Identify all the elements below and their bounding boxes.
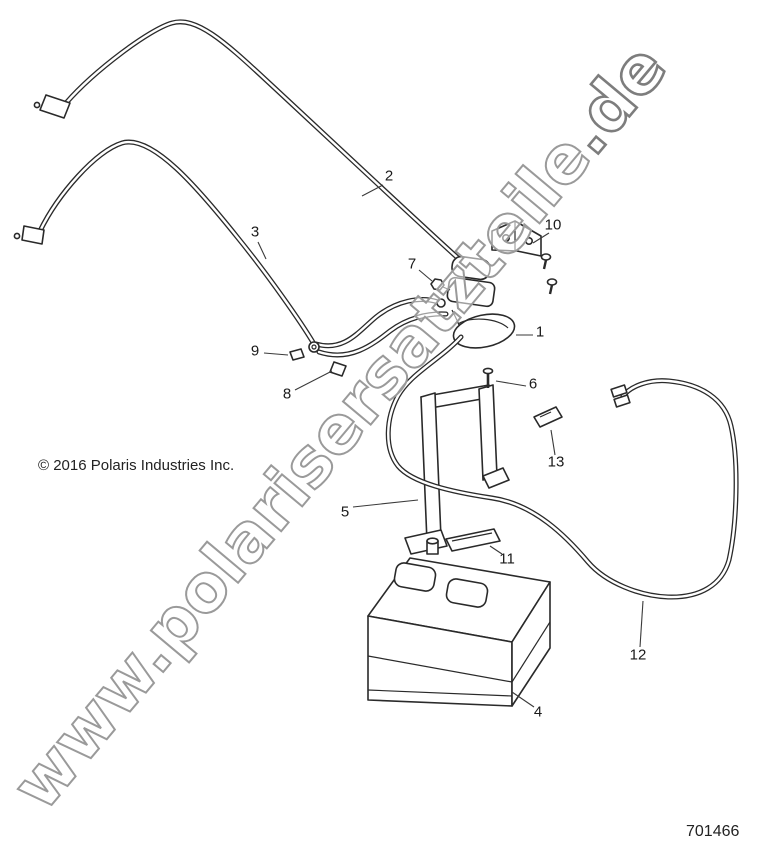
cable-clip-8 [329, 361, 347, 377]
callout-1: 1 [535, 323, 545, 341]
battery-side-face [511, 581, 551, 707]
cable-2-end-terminal [39, 94, 71, 119]
battery-cap-left [393, 562, 437, 592]
jumper-cables [289, 299, 446, 377]
id-plate-11 [445, 528, 501, 552]
callout-2: 2 [384, 167, 394, 185]
loop-connector-a [610, 384, 628, 398]
loop-connector-b [613, 394, 631, 408]
terminal-assembly [430, 220, 558, 349]
callout-13: 13 [547, 453, 565, 471]
battery-cap-right [445, 578, 489, 608]
callout-10: 10 [544, 216, 562, 234]
part-number: 701466 [686, 823, 740, 840]
terminal-bolt-7 [430, 278, 451, 291]
callout-3: 3 [250, 223, 260, 241]
ring-terminal [308, 341, 320, 353]
callout-11: 11 [499, 550, 515, 568]
leader-lines [257, 184, 644, 708]
battery-cable-second [13, 142, 314, 344]
callout-12: 12 [629, 646, 647, 664]
callout-7: 7 [407, 255, 417, 273]
callout-8: 8 [282, 385, 292, 403]
battery-post [426, 537, 439, 555]
cable-clip-9 [289, 348, 305, 361]
strip-13 [533, 406, 563, 428]
copyright-text: © 2016 Polaris Industries Inc. [38, 457, 235, 474]
callout-4: 4 [533, 703, 543, 721]
terminal-post-upper [451, 255, 491, 281]
callout-9: 9 [250, 342, 260, 360]
bracket-bolt-a [540, 253, 552, 270]
bolt-6 [482, 367, 494, 388]
callout-5: 5 [340, 503, 350, 521]
cable-3-end-terminal [21, 225, 45, 245]
battery-4 [367, 537, 551, 707]
callout-6: 6 [528, 375, 538, 393]
hold-down-bracket-5 [404, 384, 510, 555]
rear-cable-loop-12 [388, 337, 736, 597]
battery-cable-long [33, 22, 459, 259]
bracket-bolt-b [546, 278, 558, 295]
